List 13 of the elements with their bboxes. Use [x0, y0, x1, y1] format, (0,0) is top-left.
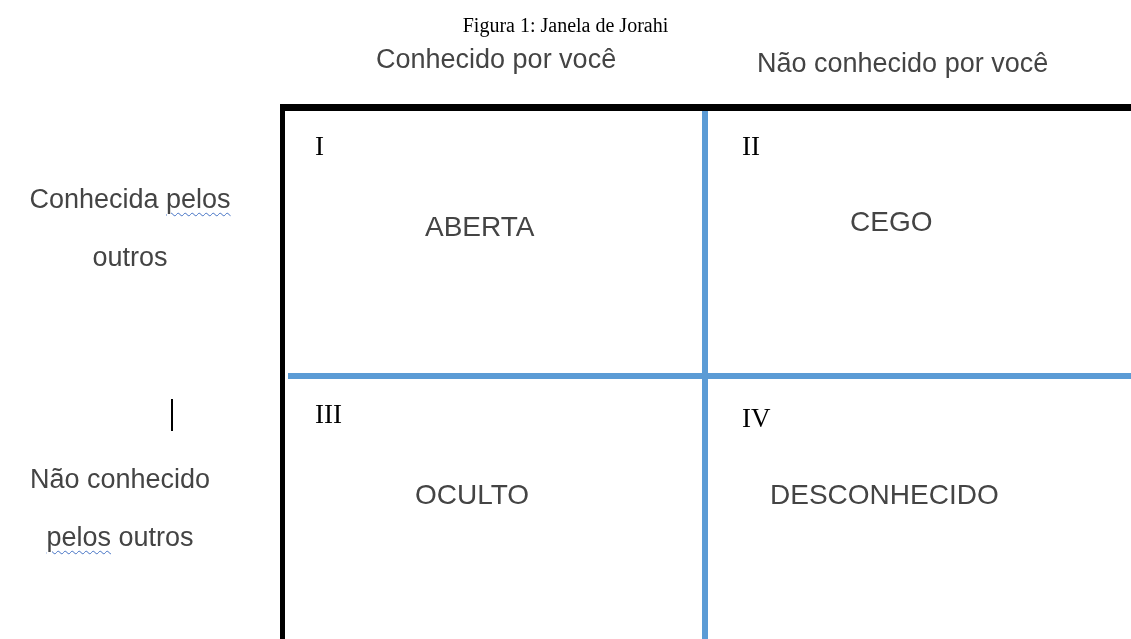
quadrant-number: III	[315, 399, 342, 430]
quadrant-name: DESCONHECIDO	[770, 479, 999, 511]
quadrant-number: II	[742, 131, 760, 162]
quadrant-number: IV	[742, 403, 771, 434]
column-header: Não conhecido por você	[757, 48, 1049, 79]
figure-title: Figura 1: Janela de Jorahi	[461, 14, 670, 37]
column-header: Conhecido por você	[376, 44, 617, 75]
row-header: Não conhecido pelos outros	[28, 463, 212, 554]
quadrant-name: ABERTA	[425, 211, 535, 243]
quadrant-name: OCULTO	[415, 479, 530, 511]
quadrant-name: CEGO	[850, 206, 933, 238]
row-header: Conhecida pelos outros	[28, 183, 232, 274]
quadrant-number: I	[315, 131, 324, 162]
